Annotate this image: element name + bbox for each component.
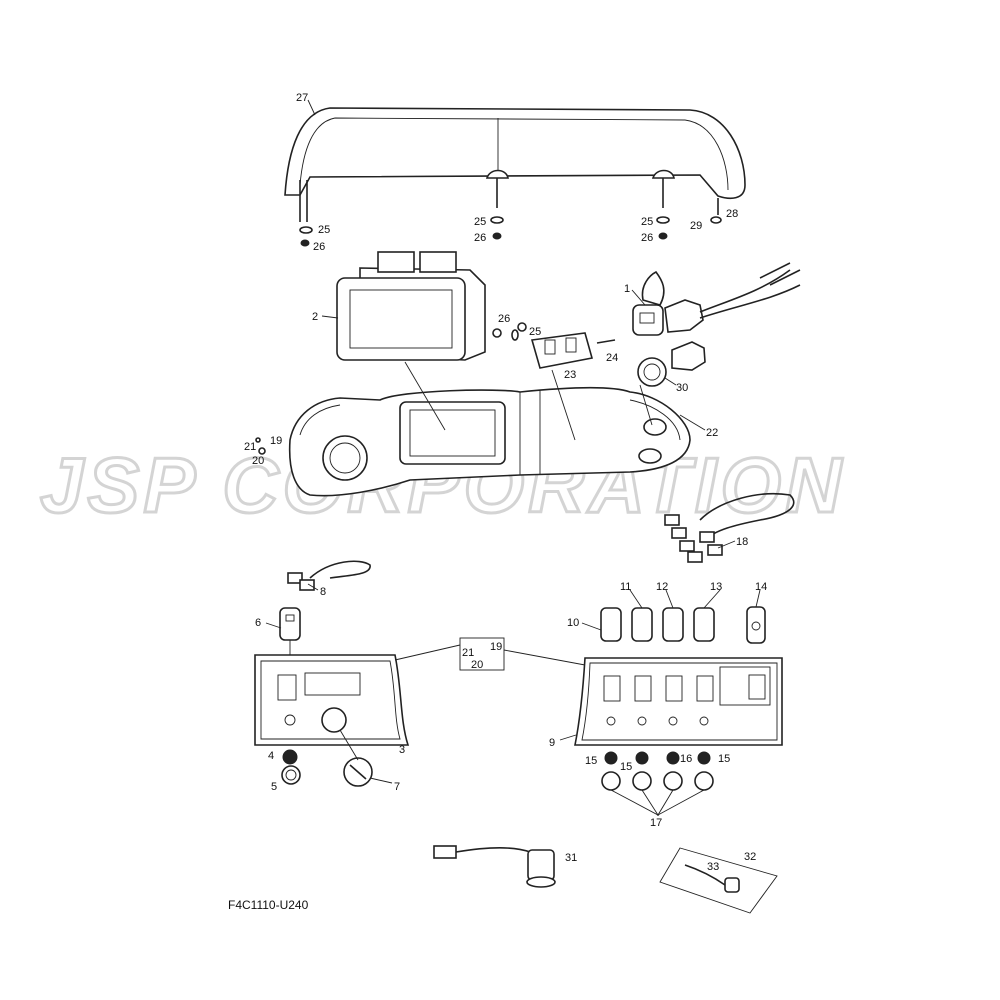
callout-25: 25	[529, 326, 541, 338]
part-switch-block	[492, 322, 616, 369]
callout-16: 16	[680, 753, 692, 765]
callout-1: 1	[624, 283, 630, 295]
part-left-panel	[254, 607, 410, 787]
callout-27: 27	[296, 92, 308, 104]
callout-32: 32	[744, 851, 756, 863]
part-sub-harness	[287, 560, 371, 591]
callout-26: 26	[474, 232, 486, 244]
callout-18: 18	[736, 536, 748, 548]
part-kit-box	[659, 847, 778, 914]
callout-9: 9	[549, 737, 555, 749]
callout-11: 11	[620, 581, 631, 593]
callout-17: 17	[650, 817, 662, 829]
callout-26: 26	[498, 313, 510, 325]
part-usb-socket	[632, 262, 801, 387]
callout-26: 26	[641, 232, 653, 244]
callout-20: 20	[252, 455, 264, 467]
part-display	[336, 251, 486, 361]
part-hardware-box	[394, 637, 586, 671]
callout-2: 2	[312, 311, 318, 323]
part-dash-panel	[255, 361, 691, 497]
callout-13: 13	[710, 581, 722, 593]
part-harness	[664, 492, 795, 563]
callout-3: 3	[399, 744, 405, 756]
callout-25: 25	[641, 216, 653, 228]
callout-6: 6	[255, 617, 261, 629]
callout-12: 12	[656, 581, 668, 593]
callout-19: 19	[270, 435, 282, 447]
callout-25: 25	[474, 216, 486, 228]
leader-lines	[265, 99, 761, 784]
callout-4: 4	[268, 750, 274, 762]
callout-21: 21	[244, 441, 256, 453]
callout-10: 10	[567, 617, 579, 629]
callout-25: 25	[318, 224, 330, 236]
callout-26: 26	[313, 241, 325, 253]
callout-5: 5	[271, 781, 277, 793]
callout-labels: 27 25 26 25 26 25 26 29 28 2 1 26 25 24 …	[244, 92, 767, 873]
callout-31: 31	[565, 852, 577, 864]
callout-23: 23	[564, 369, 576, 381]
callout-28: 28	[726, 208, 738, 220]
part-sensor-lead	[433, 845, 556, 888]
part-right-panel	[574, 606, 783, 817]
callout-14: 14	[755, 581, 767, 593]
callout-29: 29	[690, 220, 702, 232]
callout-15: 15	[620, 761, 632, 773]
callout-22: 22	[706, 427, 718, 439]
callout-30: 30	[676, 382, 688, 394]
callout-15: 15	[585, 755, 597, 767]
drawing-code: F4C1110-U240	[228, 898, 309, 912]
callout-7: 7	[394, 781, 400, 793]
callout-20: 20	[471, 659, 483, 671]
part-visor	[284, 107, 746, 247]
callout-8: 8	[320, 586, 326, 598]
callout-19: 19	[490, 641, 502, 653]
callout-15: 15	[718, 753, 730, 765]
callout-21: 21	[462, 647, 474, 659]
callout-33: 33	[707, 861, 719, 873]
callout-24: 24	[606, 352, 618, 364]
